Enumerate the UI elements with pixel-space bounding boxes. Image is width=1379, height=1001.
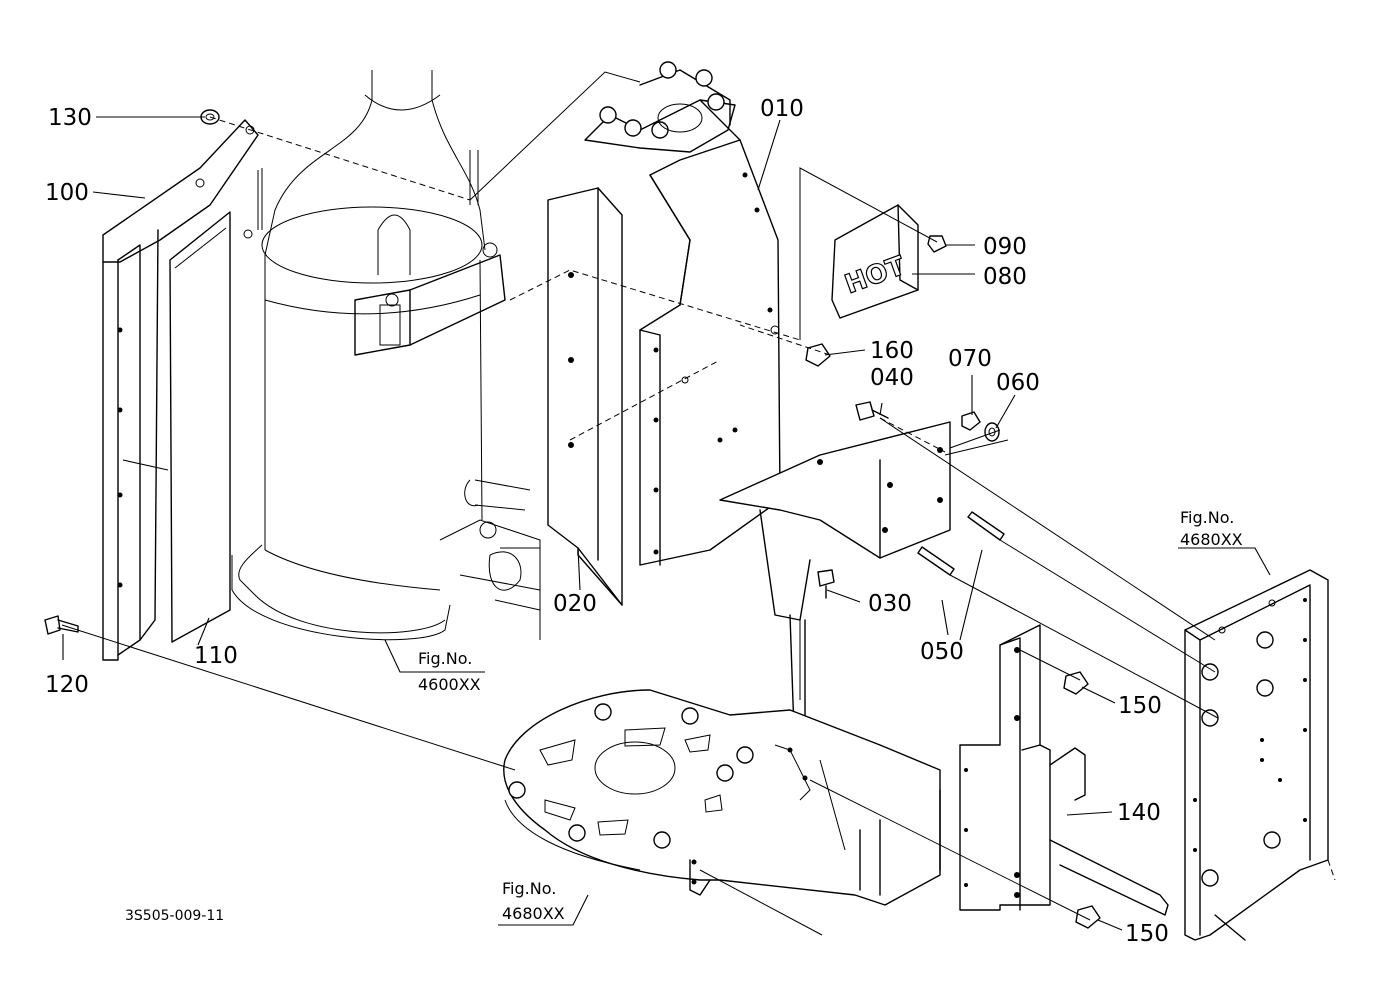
fig-4680-bottom-number: 4680XX <box>502 904 565 923</box>
label-150-upper: 150 <box>1118 693 1162 719</box>
label-070: 070 <box>948 346 992 372</box>
part-020-cover <box>547 187 623 606</box>
part-160-bolt <box>805 343 831 367</box>
label-100: 100 <box>45 180 89 206</box>
label-080: 080 <box>983 264 1027 290</box>
part-150-bolt-upper <box>1063 671 1089 695</box>
label-030: 030 <box>868 591 912 617</box>
part-080-hot-plate: HOT <box>831 204 919 319</box>
part-150-bolt-lower <box>1075 905 1101 929</box>
part-060-washer <box>984 422 1000 442</box>
label-040: 040 <box>870 365 914 391</box>
part-110-plate <box>169 211 231 643</box>
label-060: 060 <box>996 370 1040 396</box>
fig-4600-title: Fig.No. <box>418 649 472 668</box>
label-130: 130 <box>48 105 92 131</box>
assembly-lines <box>61 71 1219 936</box>
fig-4680-right-title: Fig.No. <box>1180 508 1234 527</box>
part-120-bolt <box>44 615 79 635</box>
fig-4680-bottom-title: Fig.No. <box>502 879 556 898</box>
figure-references: Fig.No. 4600XX Fig.No. 4680XX Fig.No. 46… <box>418 508 1243 923</box>
fig-4680-right-number: 4680XX <box>1180 530 1243 549</box>
label-020: 020 <box>553 591 597 617</box>
part-050-studs <box>917 511 1005 576</box>
label-110: 110 <box>194 643 238 669</box>
label-050: 050 <box>920 639 964 665</box>
frame-right <box>1184 569 1336 941</box>
leader-lines <box>62 116 1271 931</box>
label-160: 160 <box>870 338 914 364</box>
bottom-mount-plate <box>503 689 941 906</box>
part-100-bracket <box>102 119 259 661</box>
label-010: 010 <box>760 96 804 122</box>
label-140: 140 <box>1117 800 1161 826</box>
dpf-muffler-body <box>231 70 541 641</box>
label-150-lower: 150 <box>1125 921 1169 947</box>
drawing-code: 3S505-009-11 <box>125 908 224 924</box>
label-120: 120 <box>45 672 89 698</box>
part-030-support <box>719 421 951 761</box>
part-040-bolt <box>855 401 889 421</box>
label-090: 090 <box>983 234 1027 260</box>
part-070-nut <box>961 411 981 431</box>
fig-4600-number: 4600XX <box>418 675 481 694</box>
part-number-labels: 130 100 120 110 010 090 080 160 070 040 … <box>45 96 1169 947</box>
part-010-main-bracket <box>584 61 781 566</box>
part-140-bracket <box>959 624 1169 916</box>
